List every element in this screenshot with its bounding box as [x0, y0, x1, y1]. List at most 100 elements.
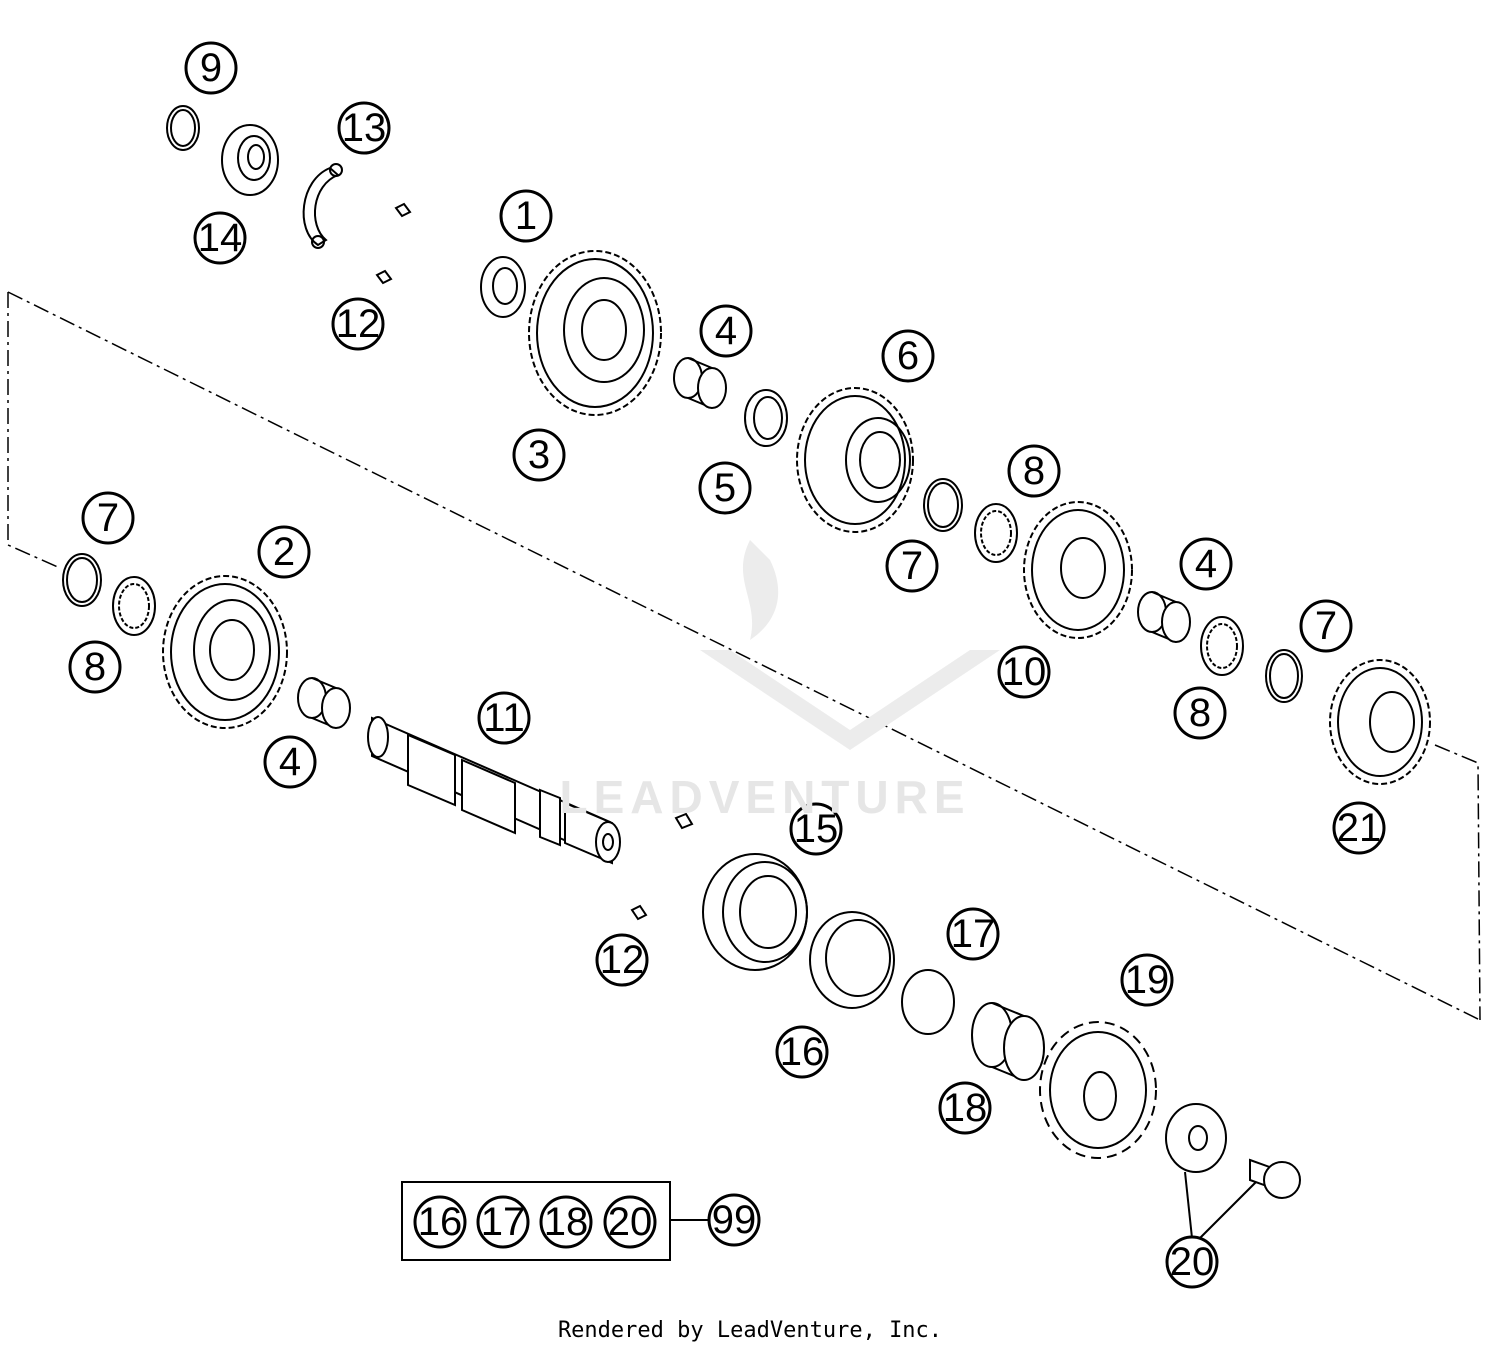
leader-20b: [1199, 1181, 1257, 1239]
part-circlip-7-mid: [923, 478, 963, 532]
shaft-group-outline-right: [1434, 744, 1481, 1021]
callout-4-right: 4: [1179, 537, 1233, 591]
svg-text:4: 4: [715, 309, 737, 353]
svg-text:14: 14: [198, 216, 243, 260]
footer-credit: Rendered by LeadVenture, Inc.: [557, 1318, 943, 1343]
callout-14: 14: [193, 211, 247, 265]
svg-text:6: 6: [897, 334, 919, 378]
callout-4-left: 4: [263, 735, 317, 789]
part-needle-bearing-4-left: [297, 677, 351, 729]
shaft-group-outline: [7, 292, 61, 569]
kit-callout-18: 18: [539, 1195, 593, 1249]
kit-callout-20: 20: [603, 1195, 657, 1249]
svg-text:17: 17: [481, 1200, 526, 1244]
part-washer-bolt-20: [1165, 1103, 1301, 1199]
part-gear-3: [528, 250, 662, 416]
kit-callout-16: 16: [413, 1195, 467, 1249]
callout-8-mid: 8: [1007, 444, 1061, 498]
svg-text:21: 21: [1337, 806, 1382, 850]
part-mainshaft-11: [367, 716, 621, 865]
part-gear-21: [1329, 659, 1431, 785]
part-spacer-sleeve-18: [971, 1002, 1045, 1081]
svg-text:16: 16: [418, 1200, 463, 1244]
svg-text:20: 20: [1170, 1240, 1215, 1284]
callout-15: 15: [789, 802, 843, 856]
kit-callout-17: 17: [476, 1195, 530, 1249]
watermark-text: LEADVENTURE: [559, 771, 971, 823]
callout-7-right: 7: [1299, 599, 1353, 653]
svg-text:4: 4: [1195, 542, 1217, 586]
svg-text:18: 18: [544, 1200, 589, 1244]
part-shaft-seal-16: [809, 911, 895, 1009]
svg-text:17: 17: [951, 912, 996, 956]
svg-text:18: 18: [943, 1086, 988, 1130]
svg-text:13: 13: [342, 106, 387, 150]
part-needle-bearing-4-right: [1137, 591, 1191, 643]
callout-17: 17: [946, 907, 1000, 961]
callout-16: 16: [775, 1025, 829, 1079]
part-circlip-7-right: [1265, 649, 1303, 703]
callout-18: 18: [938, 1081, 992, 1135]
svg-text:7: 7: [901, 544, 923, 588]
callout-6: 6: [881, 329, 935, 383]
callout-10: 10: [997, 645, 1051, 699]
callout-1: 1: [499, 189, 553, 243]
callout-19: 19: [1120, 953, 1174, 1007]
svg-text:20: 20: [608, 1200, 653, 1244]
svg-text:8: 8: [1023, 449, 1045, 493]
svg-text:11: 11: [483, 696, 525, 740]
svg-text:1: 1: [515, 194, 537, 238]
svg-text:2: 2: [273, 530, 295, 574]
part-circlip-7-left: [62, 553, 102, 607]
kit-callout-99: 99: [707, 1193, 761, 1247]
part-gear-6: [796, 387, 914, 533]
callout-8-left: 8: [68, 640, 122, 694]
callout-8-right: 8: [1173, 686, 1227, 740]
callout-12-upper: 12: [331, 297, 385, 351]
svg-text:9: 9: [200, 46, 222, 90]
svg-text:12: 12: [600, 938, 645, 982]
svg-text:7: 7: [1315, 604, 1337, 648]
callout-12-lower: 12: [595, 933, 649, 987]
svg-text:16: 16: [780, 1030, 825, 1074]
callout-7-mid: 7: [885, 539, 939, 593]
callout-11: 11: [477, 691, 531, 745]
part-retaining-bracket-13: [302, 163, 343, 249]
part-needle-bearing-4-upper: [673, 357, 727, 409]
svg-text:15: 15: [794, 807, 839, 851]
part-circlip-9: [166, 105, 200, 151]
part-splined-washer-8-left: [112, 576, 156, 636]
svg-text:99: 99: [712, 1198, 757, 1242]
callout-5: 5: [698, 461, 752, 515]
svg-text:5: 5: [714, 466, 736, 510]
svg-text:8: 8: [84, 645, 106, 689]
part-washer-5: [744, 389, 788, 447]
part-sprocket-19: [1039, 1021, 1157, 1159]
part-gear-10: [1023, 501, 1133, 639]
part-oring-17: [901, 969, 955, 1035]
callout-7-left: 7: [81, 491, 135, 545]
leader-20a: [1184, 1171, 1193, 1239]
callout-20: 20: [1165, 1235, 1219, 1289]
callout-13: 13: [337, 101, 391, 155]
callout-4-upper: 4: [699, 304, 753, 358]
callout-9: 9: [184, 41, 238, 95]
callout-21: 21: [1332, 801, 1386, 855]
callout-2: 2: [257, 525, 311, 579]
part-splined-washer-8-mid: [974, 503, 1018, 563]
part-roller-bearing-15: [702, 853, 808, 971]
svg-text:7: 7: [97, 496, 119, 540]
svg-text:12: 12: [336, 302, 381, 346]
part-splined-washer-8-right: [1200, 616, 1244, 676]
part-washer-1: [480, 256, 526, 318]
part-gear-2: [162, 575, 288, 729]
svg-text:8: 8: [1189, 691, 1211, 735]
callout-3: 3: [512, 428, 566, 482]
svg-text:4: 4: [279, 740, 301, 784]
part-screw-12-lower: [630, 812, 694, 921]
svg-text:19: 19: [1125, 958, 1170, 1002]
svg-text:10: 10: [1002, 650, 1047, 694]
part-bearing-14: [221, 124, 279, 196]
part-screw-12-upper: [375, 202, 412, 285]
